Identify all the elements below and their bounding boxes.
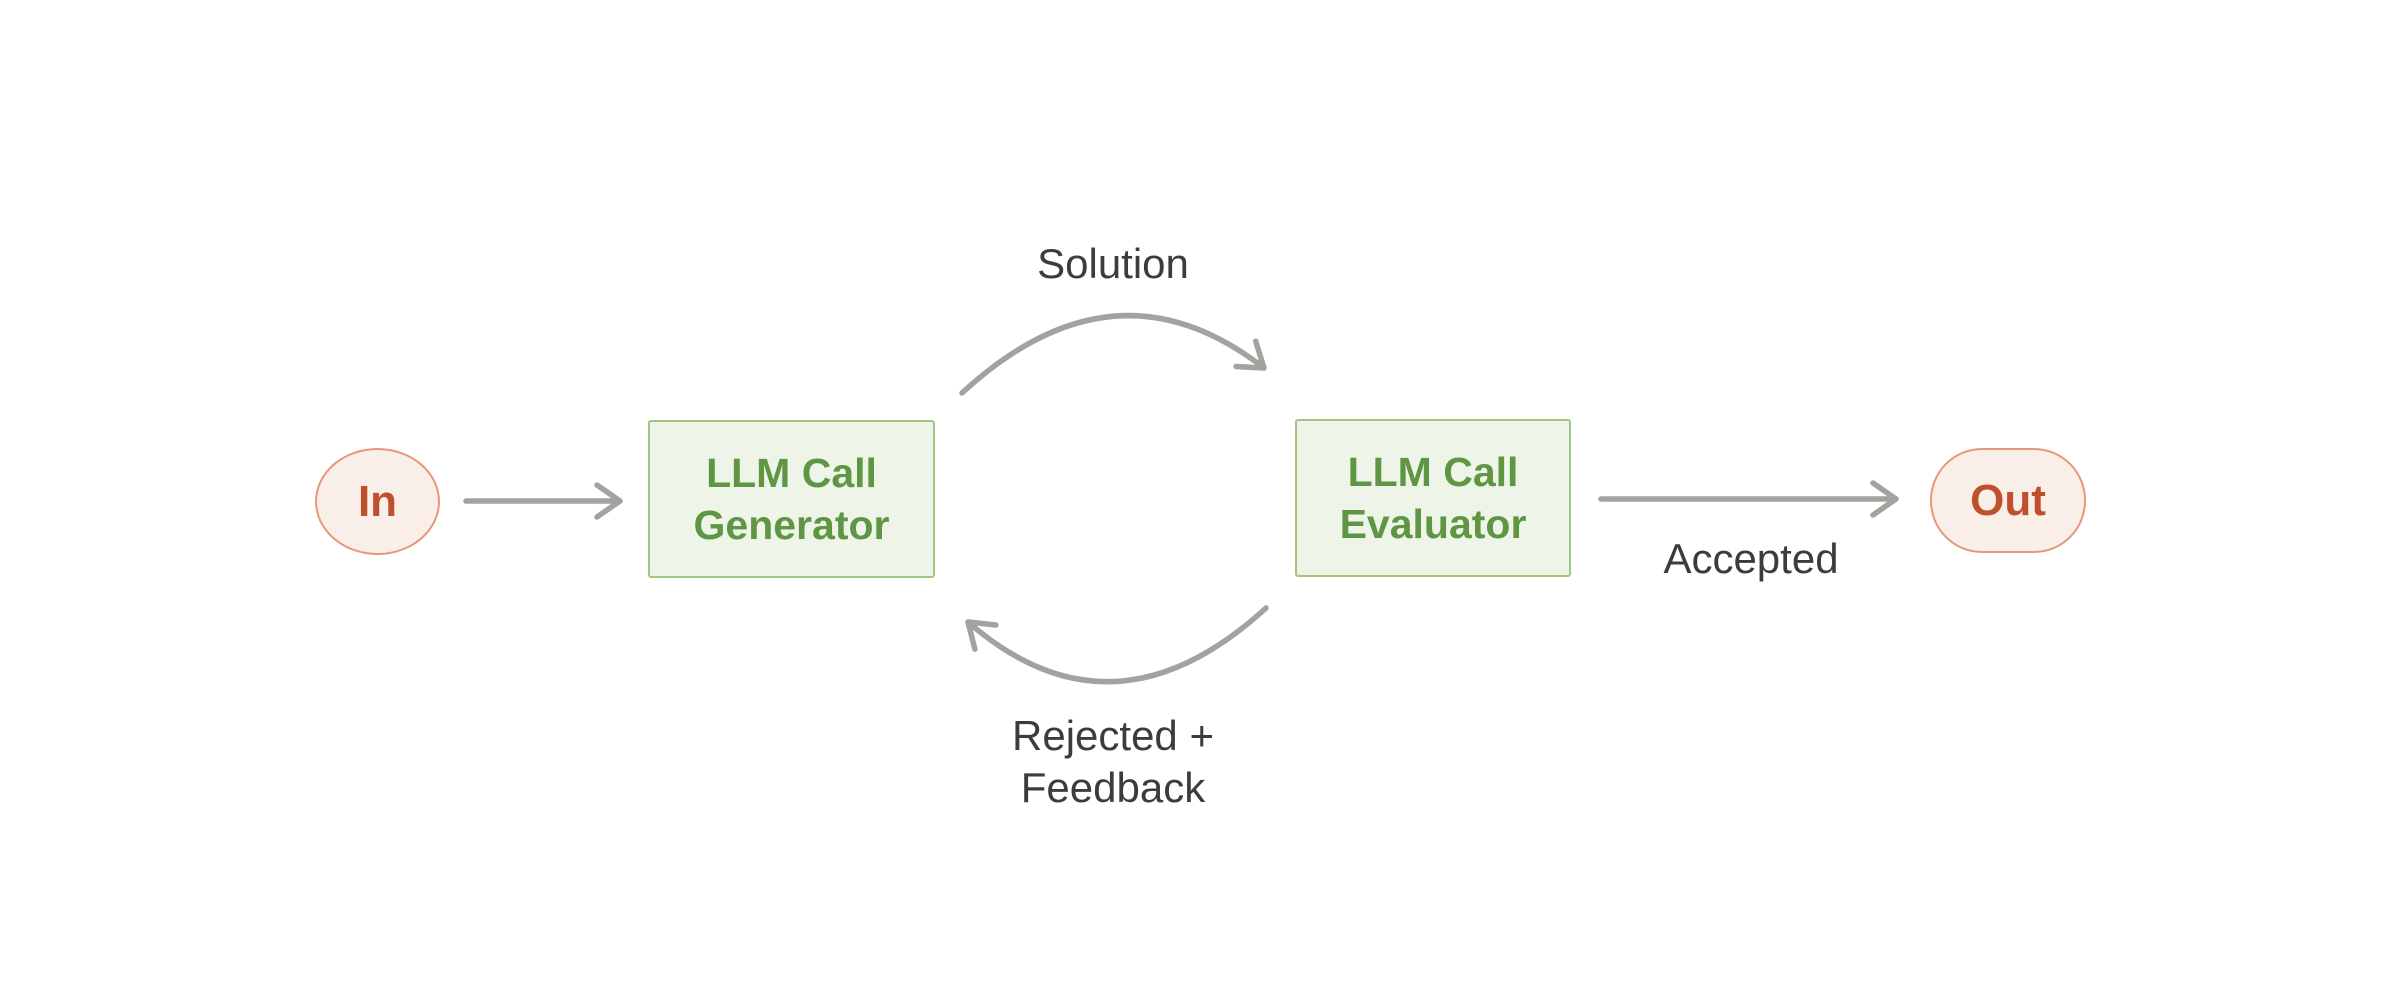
edge-label-accepted: Accepted [1663, 535, 1839, 582]
node-llm-call-evaluator: LLM Call Evaluator [1295, 419, 1571, 577]
node-evaluator-label-line2: Evaluator [1339, 501, 1527, 547]
node-in-label: In [357, 476, 398, 526]
node-generator-label-line2: Generator [693, 502, 890, 548]
edge-label-solution: Solution [1037, 240, 1189, 287]
arrow-generator-to-evaluator [959, 312, 1267, 396]
node-out: Out [1930, 448, 2086, 553]
node-llm-call-generator: LLM Call Generator [648, 420, 935, 578]
node-in: In [315, 448, 440, 555]
edge-label-rejected-line2: Feedback [1020, 764, 1206, 812]
node-evaluator-label-line1: LLM Call [1347, 448, 1519, 495]
edge-label-rejected-feedback: Rejected + Feedback [913, 710, 1313, 814]
node-out-label: Out [1970, 475, 2046, 525]
edge-label-rejected-line1: Rejected + [1012, 712, 1214, 759]
node-generator-label-line1: LLM Call [706, 449, 877, 496]
node-generator-label: LLM Call Generator [694, 447, 890, 552]
arrow-evaluator-to-generator [965, 605, 1269, 685]
node-evaluator-label: LLM Call Evaluator [1340, 446, 1527, 551]
